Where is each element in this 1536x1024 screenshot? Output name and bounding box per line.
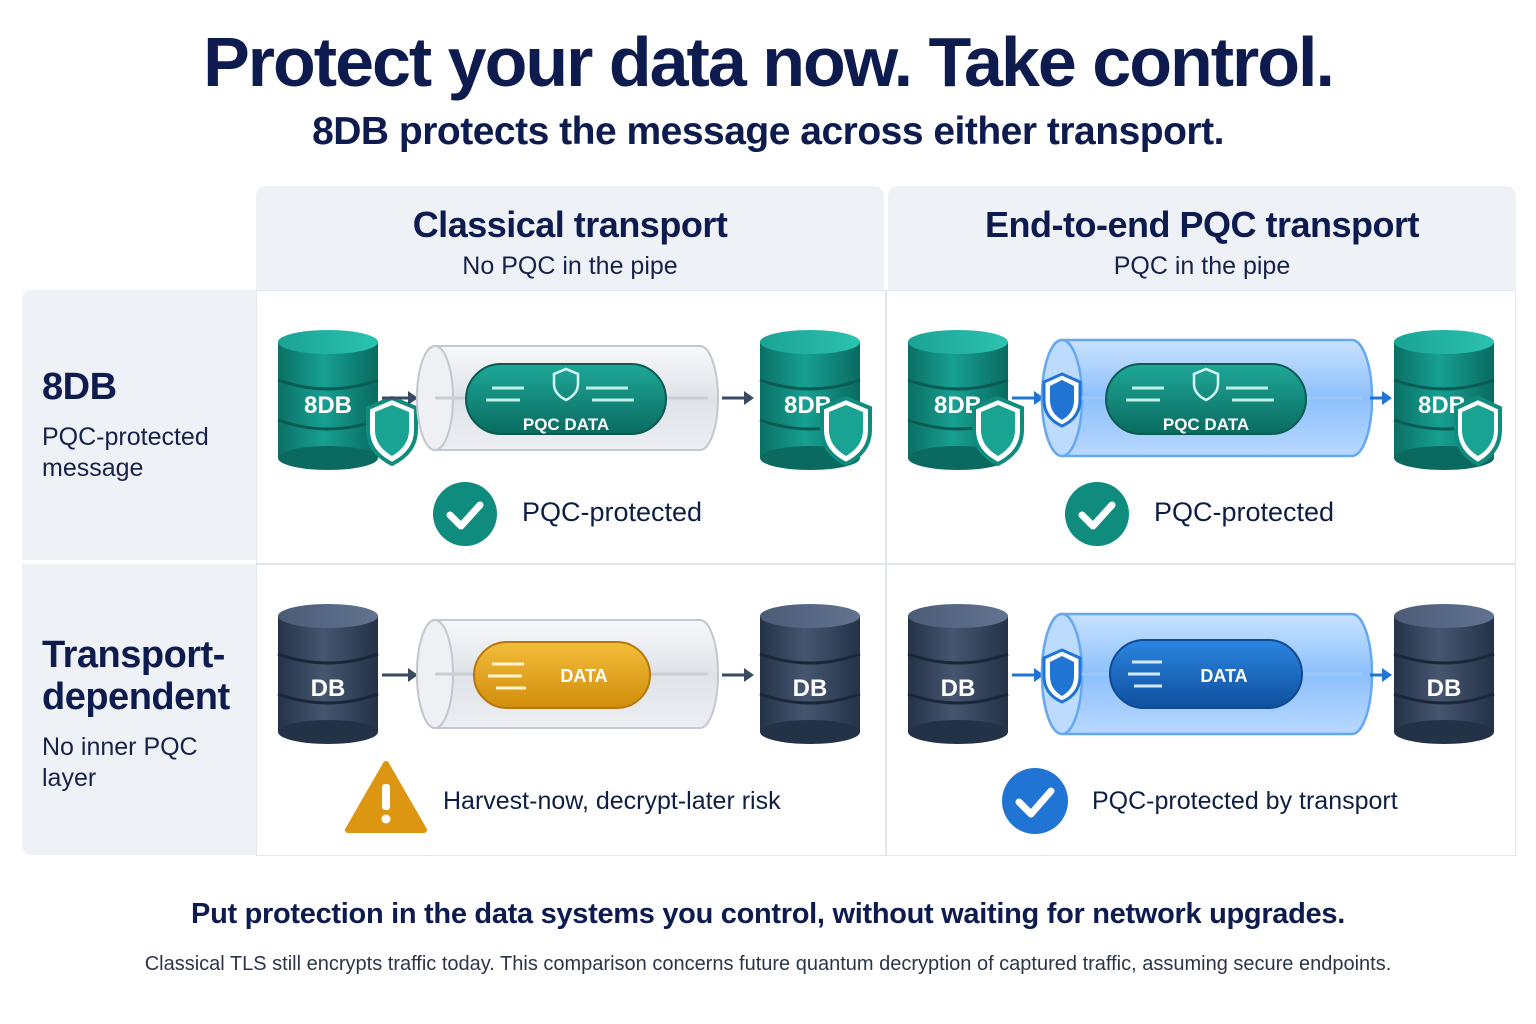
shield-icon: [366, 395, 418, 467]
pqc-data-capsule: [1105, 363, 1307, 435]
arrow-right-icon: [382, 668, 418, 682]
column-title: End-to-end PQC transport: [985, 204, 1419, 245]
db-label: DB: [311, 675, 346, 702]
database-icon: [1393, 604, 1495, 744]
diagram-transport-pqc: DB DATA DB: [907, 604, 1495, 744]
shield-icon: [820, 395, 872, 467]
shield-icon: [1042, 648, 1082, 704]
arrow-right-icon: [1370, 391, 1392, 405]
arrow-right-icon: [722, 391, 754, 405]
database-icon: [277, 330, 379, 470]
shield-icon: [1042, 372, 1082, 428]
shield-icon: [1454, 395, 1502, 467]
database-icon: [1393, 330, 1495, 470]
column-header-pqc: End-to-end PQC transport PQC in the pipe: [888, 186, 1516, 290]
diagram-8db-pqc: 8DB PQC DATA 8DB: [907, 330, 1502, 470]
column-subtitle: No PQC in the pipe: [462, 252, 678, 280]
check-circle-icon: [433, 482, 497, 546]
data-capsule: [473, 641, 651, 709]
row-title: Transport-dependent: [42, 634, 230, 718]
arrow-right-icon: [722, 668, 754, 682]
arrow-right-icon: [1012, 668, 1044, 682]
db-label: DB: [1427, 675, 1462, 702]
payload-label: PQC DATA: [523, 415, 609, 434]
row-header-transport-dependent: Transport-dependent No inner PQC layer: [22, 564, 256, 855]
column-header-classical: Classical transport No PQC in the pipe: [256, 186, 884, 290]
diagram-transport-classical: DB DATA DB: [277, 604, 861, 744]
status-label: PQC-protected by transport: [1092, 787, 1398, 815]
database-icon: [907, 604, 1009, 744]
payload-label: DATA: [560, 666, 607, 686]
warning-triangle-icon: [345, 761, 427, 833]
check-circle-icon: [1065, 482, 1129, 546]
footer-main: Put protection in the data systems you c…: [191, 898, 1345, 930]
subheadline: 8DB protects the message across either t…: [312, 110, 1224, 153]
db-label: 8DB: [304, 392, 352, 419]
payload-label: DATA: [1200, 666, 1247, 686]
row-subtitle: No inner PQC layer: [42, 733, 198, 792]
db-label: DB: [793, 675, 828, 702]
shield-icon: [972, 395, 1024, 467]
column-subtitle: PQC in the pipe: [1113, 252, 1291, 280]
diagram-8db-classical: 8DB PQC DATA 8DB: [277, 330, 872, 470]
database-icon: [759, 604, 861, 744]
footer-note: Classical TLS still encrypts traffic tod…: [144, 953, 1392, 975]
database-icon: [277, 604, 379, 744]
data-capsule: [1109, 639, 1303, 709]
headline: Protect your data now. Take control.: [203, 23, 1335, 101]
db-label: DB: [941, 675, 976, 702]
arrow-right-icon: [382, 391, 418, 405]
status-label: PQC-protected: [522, 497, 703, 527]
column-title: Classical transport: [412, 204, 728, 245]
row-title: 8DB: [42, 366, 117, 408]
payload-label: PQC DATA: [1163, 415, 1249, 434]
status-label: PQC-protected: [1154, 497, 1335, 527]
arrow-right-icon: [1012, 391, 1044, 405]
check-circle-icon: [1002, 768, 1068, 834]
arrow-right-icon: [1370, 668, 1392, 682]
pqc-data-capsule: [465, 363, 667, 435]
status-label: Harvest-now, decrypt-later risk: [443, 787, 781, 815]
